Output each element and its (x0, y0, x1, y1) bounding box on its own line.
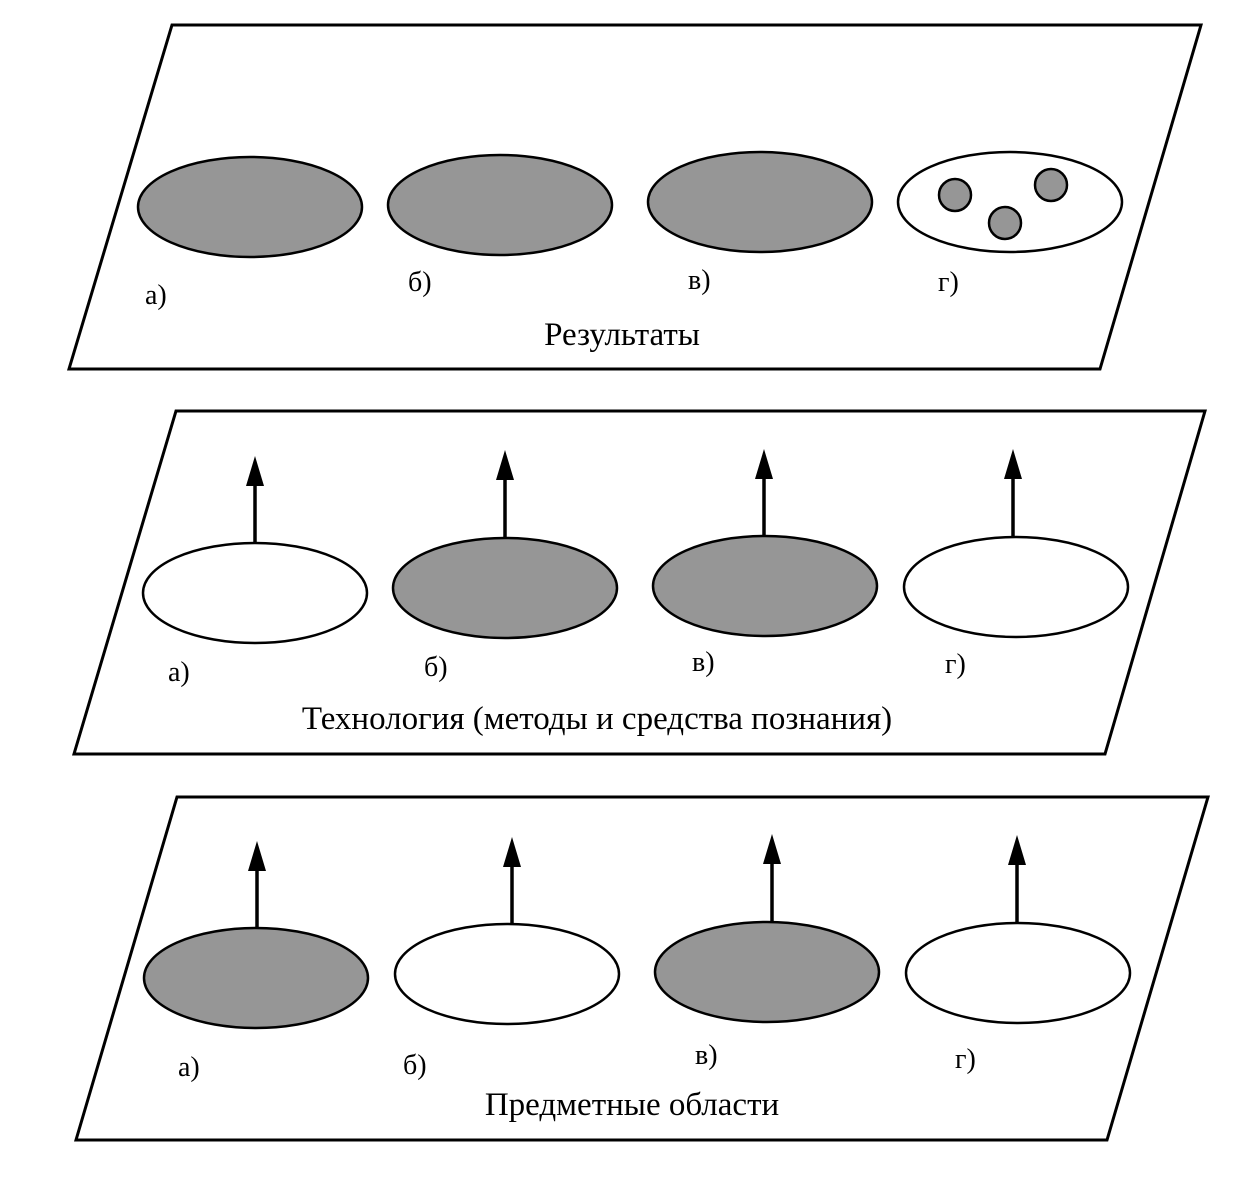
technology-arrow-g-icon (1004, 449, 1022, 479)
layer-results: а) б) в) г) Результаты (66, 23, 1204, 371)
technology-ellipse-a (141, 541, 369, 645)
technology-label-v: в) (692, 647, 715, 678)
technology-ellipse-b (391, 536, 619, 640)
results-label-g: г) (938, 267, 959, 298)
technology-arrow-b-icon (496, 450, 514, 480)
results-dot-3 (1033, 167, 1069, 203)
layer-subject-areas: а) б) в) г) Предметные области (73, 795, 1211, 1142)
technology-ellipse-g (902, 535, 1130, 639)
technology-ellipse-v (651, 534, 879, 638)
subject-ellipse-g (904, 921, 1132, 1025)
layer-technology-plane (71, 409, 1207, 756)
subject-ellipse-v (653, 920, 881, 1024)
technology-label-a: а) (168, 657, 190, 688)
subject-arrow-v-icon (763, 834, 781, 864)
subject-label-a: а) (178, 1052, 200, 1083)
results-dot-2 (987, 205, 1023, 241)
subject-ellipse-b (393, 922, 621, 1026)
technology-label-b: б) (424, 652, 448, 683)
results-ellipse-a (136, 155, 364, 259)
subject-ellipse-a (142, 926, 370, 1030)
layer-technology: а) б) в) г) Технология (методы и средств… (71, 409, 1207, 756)
technology-label-g: г) (945, 649, 966, 680)
results-ellipse-v (646, 150, 874, 254)
subject-arrow-g-icon (1008, 835, 1026, 865)
results-title: Результаты (544, 317, 700, 353)
results-ellipse-b (386, 153, 614, 257)
technology-title: Технология (методы и средства познания) (302, 701, 892, 737)
results-label-a: а) (145, 280, 167, 311)
subject-label-b: б) (403, 1050, 427, 1081)
subject-title: Предметные области (485, 1087, 779, 1123)
results-label-v: в) (688, 265, 711, 296)
layer-results-plane (66, 23, 1204, 371)
layer-subject-areas-plane (73, 795, 1211, 1142)
subject-label-v: в) (695, 1040, 718, 1071)
subject-arrow-b-icon (503, 837, 521, 867)
subject-arrow-a-icon (248, 841, 266, 871)
subject-label-g: г) (955, 1044, 976, 1075)
technology-arrow-v-icon (755, 449, 773, 479)
results-dot-1 (937, 177, 973, 213)
technology-arrow-a-icon (246, 456, 264, 486)
results-label-b: б) (408, 267, 432, 298)
